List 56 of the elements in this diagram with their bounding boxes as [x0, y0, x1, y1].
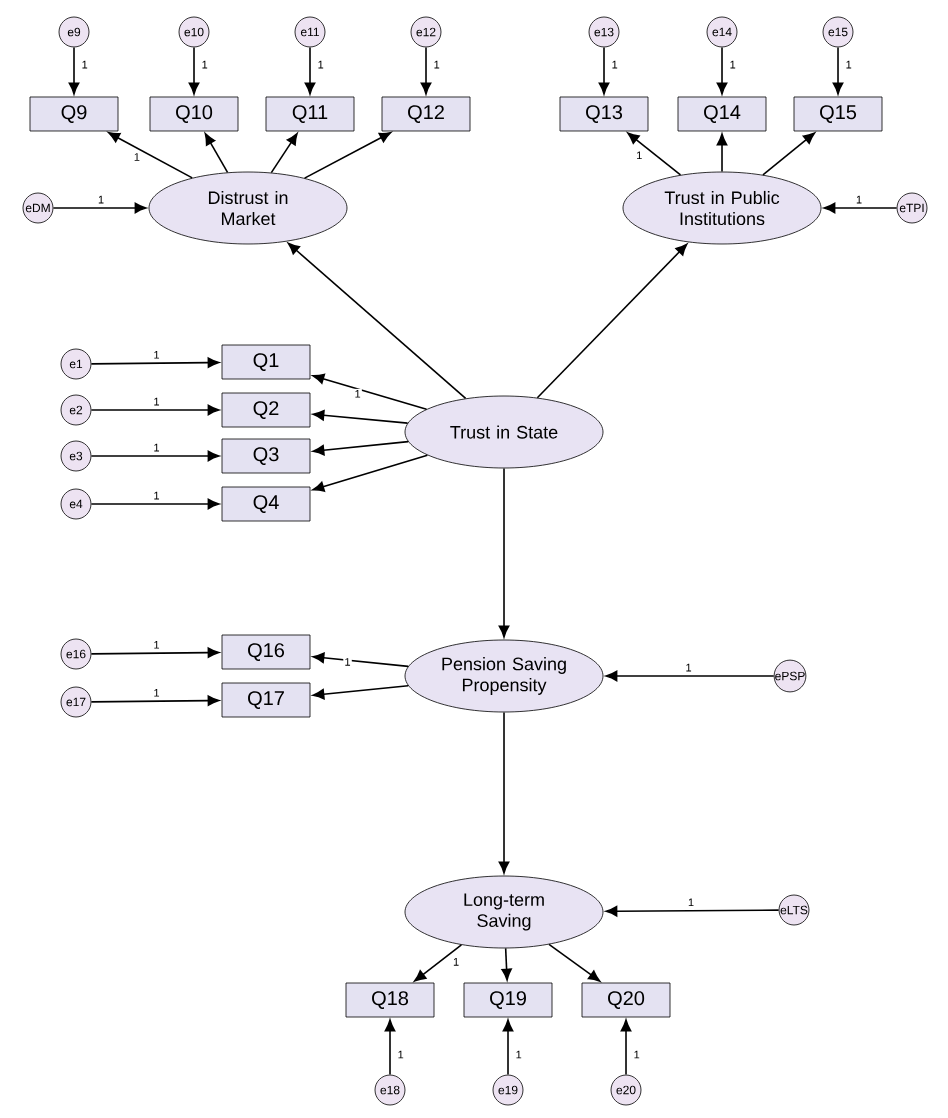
arrow — [188, 46, 200, 95]
arrow — [620, 1019, 632, 1076]
variable-box: Q1 — [221, 344, 311, 380]
variable-box: Q13 — [559, 96, 649, 132]
variable-box: Q4 — [221, 486, 311, 522]
variable-box: Q20 — [581, 982, 671, 1018]
arrow — [498, 467, 510, 638]
arrow — [312, 373, 428, 410]
arrow — [90, 404, 220, 416]
arrow — [270, 133, 298, 174]
arrow — [832, 46, 844, 95]
arrow — [384, 1019, 396, 1076]
variable-box: Q9 — [29, 96, 119, 132]
arrow — [287, 242, 467, 400]
arrow — [762, 132, 816, 176]
arrow — [414, 944, 463, 982]
arrow — [107, 132, 194, 179]
variable-box: Q3 — [221, 438, 311, 474]
variable-box: Q12 — [381, 96, 471, 132]
arrow — [304, 46, 316, 95]
arrow — [716, 46, 728, 95]
arrow — [303, 131, 392, 179]
arrow — [502, 1019, 514, 1076]
arrow — [548, 943, 601, 982]
arrow — [312, 410, 409, 424]
variable-box: Q15 — [793, 96, 883, 132]
arrow — [312, 440, 409, 456]
variable-box: Q10 — [149, 96, 239, 132]
arrow — [598, 46, 610, 95]
variable-box: Q16 — [221, 634, 311, 670]
arrow — [312, 684, 409, 700]
arrow — [90, 695, 220, 706]
arrow — [420, 46, 432, 95]
arrow — [312, 652, 409, 668]
arrow — [90, 647, 220, 658]
arrow — [498, 711, 510, 874]
arrow — [68, 46, 80, 95]
arrow — [716, 133, 728, 173]
variable-box: Q18 — [345, 982, 435, 1018]
arrow — [501, 947, 512, 981]
variable-box: Q17 — [221, 682, 311, 718]
variable-box: Q11 — [265, 96, 355, 132]
variable-box: Q14 — [677, 96, 767, 132]
arrow — [536, 243, 688, 399]
arrow — [204, 133, 229, 174]
arrow — [52, 202, 147, 214]
arrow — [605, 905, 780, 917]
arrow — [90, 450, 220, 462]
arrow — [90, 357, 220, 368]
arrow — [90, 498, 220, 510]
arrow — [312, 454, 429, 492]
arrow — [627, 132, 682, 176]
arrow — [605, 670, 775, 682]
variable-box: Q19 — [463, 982, 553, 1018]
variable-box: Q2 — [221, 392, 311, 428]
arrow — [823, 202, 898, 214]
